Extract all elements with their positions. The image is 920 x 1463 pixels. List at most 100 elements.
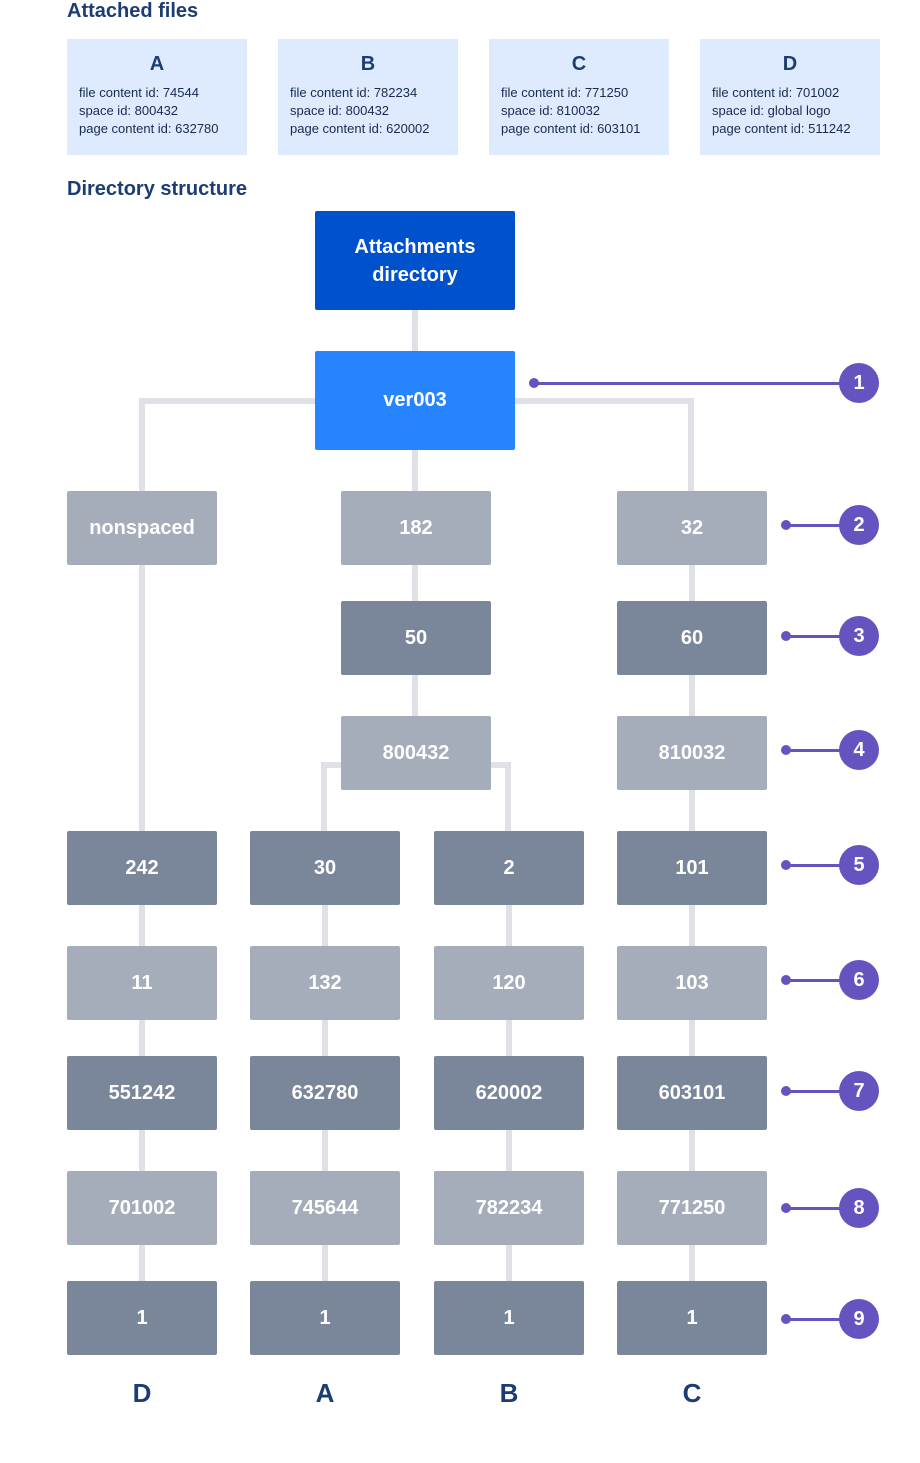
page-id-node: 632780 (250, 1056, 400, 1130)
callout-number: 7 (853, 1079, 865, 1102)
hash-node: 182 (341, 491, 491, 565)
connector (689, 790, 695, 832)
space-id-node: 810032 (617, 716, 767, 790)
page-id-node: 620002 (434, 1056, 584, 1130)
file-id-node: 701002 (67, 1171, 217, 1245)
connector (689, 565, 695, 602)
node-label: 2 (503, 856, 515, 879)
connector (139, 398, 315, 404)
node-label: 1 (319, 1306, 331, 1329)
hash-node: 120 (434, 946, 584, 1020)
connector (412, 675, 418, 717)
callout-badge-9: 9 (839, 1299, 879, 1339)
node-label: 1 (136, 1306, 148, 1329)
column-label-c: C (682, 1378, 702, 1408)
attached-files-heading: Attached files (67, 0, 199, 22)
connector (139, 565, 145, 832)
hash-node: 30 (250, 831, 400, 905)
hash-node: 50 (341, 601, 491, 675)
node-label: 132 (308, 971, 342, 994)
node-label: 182 (399, 516, 433, 539)
callout-line (786, 524, 840, 527)
space-id: space id: 800432 (290, 103, 390, 118)
space-id: space id: 800432 (79, 103, 179, 118)
connector (321, 762, 327, 832)
node-label: 60 (680, 626, 704, 649)
callout-number: 8 (853, 1196, 865, 1219)
node-label: 620002 (475, 1081, 543, 1104)
node-label: 800432 (382, 741, 450, 764)
space-id-node: 800432 (341, 716, 491, 790)
file-id-node: 782234 (434, 1171, 584, 1245)
node-label: 632780 (291, 1081, 359, 1104)
callout-line (786, 1318, 840, 1321)
callout-badge-2: 2 (839, 505, 879, 545)
page-content-id: page content id: 632780 (79, 121, 219, 136)
node-label: 603101 (658, 1081, 726, 1104)
callout-badge-4: 4 (839, 730, 879, 770)
connector (412, 450, 418, 492)
connector (505, 762, 511, 832)
version-file-node: 1 (617, 1281, 767, 1355)
hash-node: 2 (434, 831, 584, 905)
callout-number: 4 (853, 738, 865, 761)
callout-number: 5 (853, 853, 865, 876)
callout-number: 2 (853, 513, 865, 536)
space-id: space id: global logo (712, 103, 831, 118)
hash-node: 242 (67, 831, 217, 905)
page-id-node: 551242 (67, 1056, 217, 1130)
file-content-id: file content id: 701002 (712, 85, 840, 100)
file-content-id: file content id: 771250 (501, 85, 629, 100)
file-content-id: file content id: 782234 (290, 85, 418, 100)
connector (139, 398, 145, 492)
connector (515, 398, 694, 404)
callout-number: 1 (853, 371, 865, 394)
version-file-node: 1 (434, 1281, 584, 1355)
node-label: 101 (675, 856, 709, 879)
node-label: 782234 (475, 1196, 543, 1219)
connector (490, 762, 511, 768)
hash-node: 11 (67, 946, 217, 1020)
node-label: 551242 (108, 1081, 176, 1104)
connector (412, 565, 418, 602)
file-card-letter: C (571, 53, 587, 75)
callout-badge-7: 7 (839, 1071, 879, 1111)
node-label: 1 (686, 1306, 698, 1329)
callout-badge-8: 8 (839, 1188, 879, 1228)
node-label: 745644 (291, 1196, 359, 1219)
node-label: 120 (492, 971, 526, 994)
hash-node: 32 (617, 491, 767, 565)
hash-node: 60 (617, 601, 767, 675)
connector (321, 762, 342, 768)
node-label: nonspaced (89, 516, 195, 539)
file-card-b: B file content id: 782234 space id: 8004… (278, 39, 458, 155)
version-file-node: 1 (250, 1281, 400, 1355)
page-content-id: page content id: 603101 (501, 121, 641, 136)
file-card-d: D file content id: 701002 space id: glob… (700, 39, 880, 155)
connector (688, 398, 694, 492)
node-label: 771250 (658, 1196, 726, 1219)
callout-number: 6 (853, 968, 865, 991)
hash-node: 132 (250, 946, 400, 1020)
hash-node: 101 (617, 831, 767, 905)
callout-badge-1: 1 (839, 363, 879, 403)
file-card-letter: A (149, 53, 165, 75)
node-label: 11 (131, 971, 153, 994)
callout-line (786, 979, 840, 982)
hash-node: 103 (617, 946, 767, 1020)
connector (689, 675, 695, 717)
node-label: ver003 (383, 389, 447, 411)
node-label: 103 (675, 971, 709, 994)
node-label: 810032 (658, 741, 726, 764)
node-label: 1 (503, 1306, 515, 1329)
nonspaced-node: nonspaced (67, 491, 217, 565)
callout-line (786, 749, 840, 752)
node-label: 242 (125, 856, 159, 879)
connector (412, 310, 418, 352)
callout-line (786, 635, 840, 638)
attachments-directory-node: Attachments directory (315, 211, 515, 310)
node-label: 701002 (108, 1196, 176, 1219)
callout-number: 3 (853, 624, 865, 647)
column-label-d: D (132, 1378, 152, 1408)
file-card-letter: B (360, 53, 376, 75)
